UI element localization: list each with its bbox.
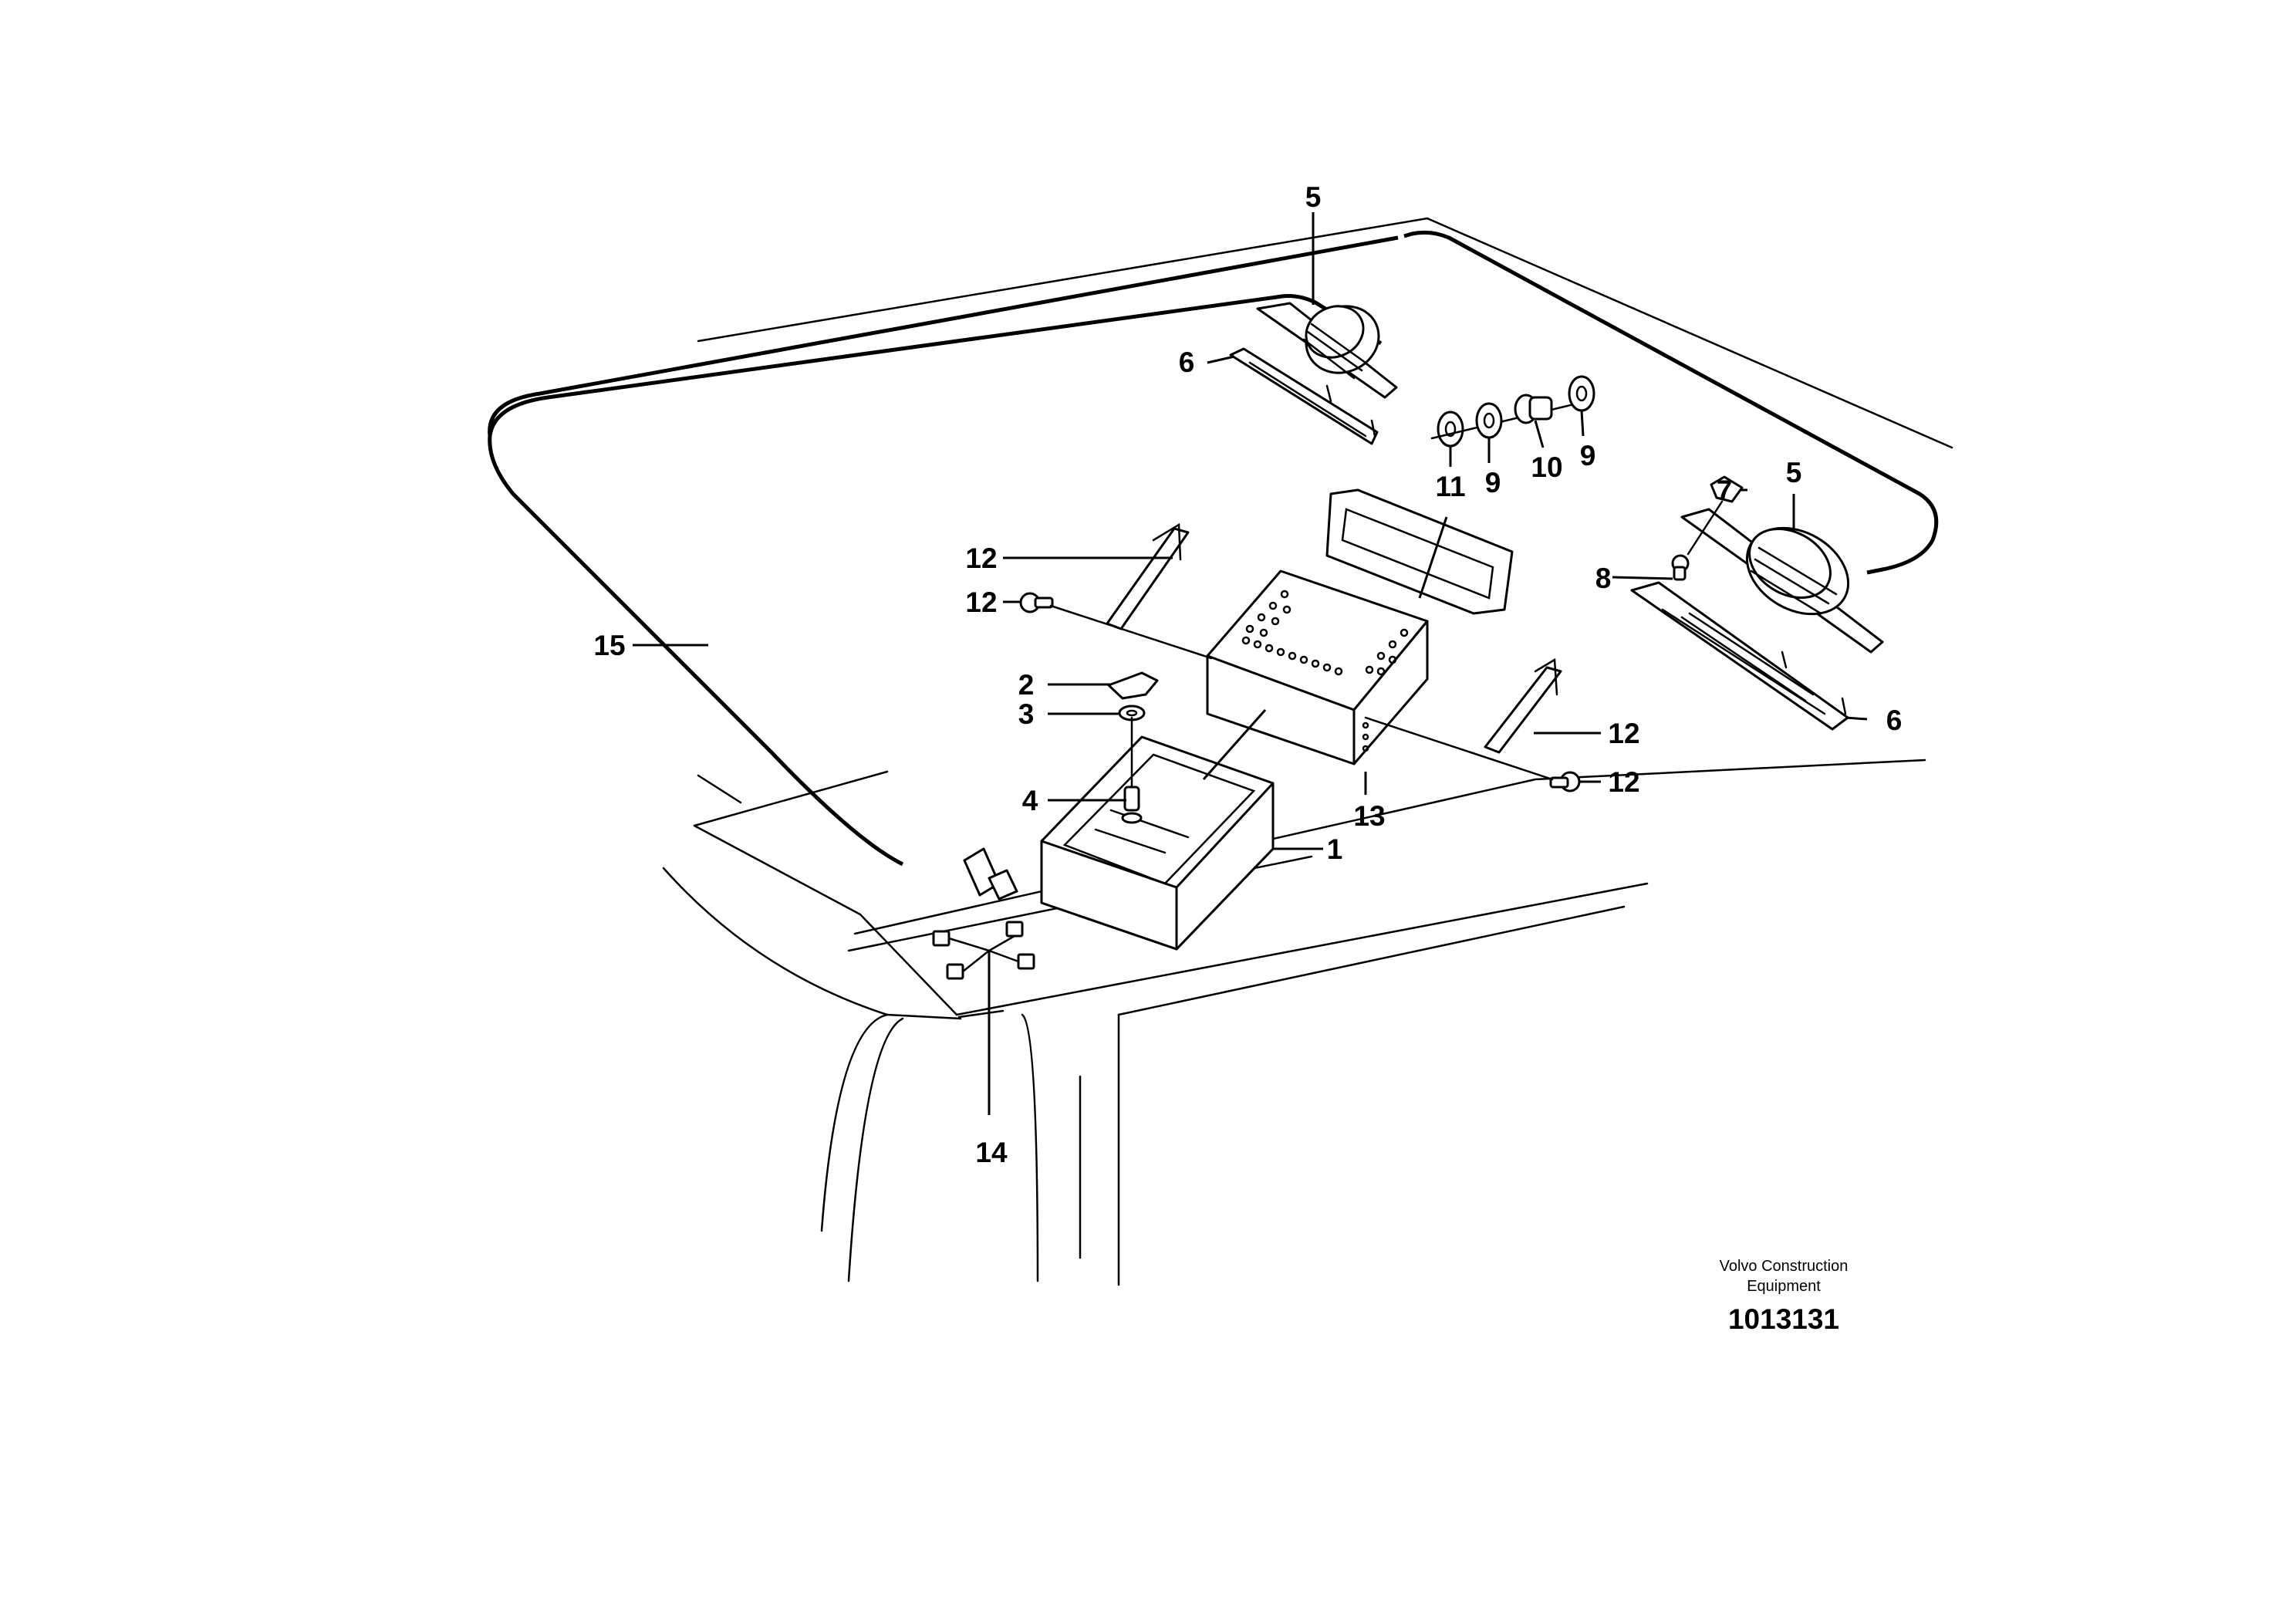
callout-4: 4 (1022, 785, 1038, 816)
callout-1: 1 (1327, 833, 1343, 865)
callout-9-right: 9 (1580, 440, 1596, 471)
callout-6-right: 6 (1886, 705, 1903, 736)
radio-unit (1206, 569, 1429, 765)
cab-structure (488, 217, 1953, 1286)
callout-13: 13 (1353, 800, 1385, 832)
radio-trim-frame (1325, 488, 1514, 615)
leader-lines (633, 212, 1868, 1115)
grille-upper (1229, 347, 1379, 445)
callout-12-bracket-right: 12 (1608, 718, 1639, 749)
headliner-panel (488, 230, 1939, 867)
callout-2: 2 (1018, 669, 1035, 701)
brand-line-2: Equipment (1747, 1278, 1821, 1295)
screw-4 (1121, 716, 1143, 824)
washer-11 (1437, 411, 1464, 448)
callout-15: 15 (593, 630, 625, 661)
callout-5-right: 5 (1786, 457, 1802, 488)
washer-9-right (1568, 375, 1595, 412)
screw-8 (1671, 554, 1690, 581)
callout-5-upper: 5 (1305, 181, 1322, 213)
radio-housing (1040, 735, 1275, 951)
callout-12-screw-right: 12 (1608, 766, 1639, 798)
washer-9-left (1475, 402, 1503, 439)
callout-9-left: 9 (1485, 467, 1501, 498)
callout-11: 11 (1435, 471, 1465, 502)
brand-line-1: Volvo Construction (1720, 1258, 1849, 1275)
drawing-number: 1013131 (1728, 1303, 1839, 1335)
bushing-10 (1514, 394, 1553, 424)
clip-7 (1710, 475, 1744, 503)
screw-12-right (1549, 771, 1581, 792)
screw-12-left (1019, 592, 1054, 613)
speaker-right (1680, 508, 1884, 654)
callout-6-upper: 6 (1179, 346, 1195, 378)
callout-12-screw-left: 12 (965, 586, 997, 618)
callout-7: 7 (1717, 475, 1733, 506)
washer-3 (1118, 705, 1146, 721)
footer: Volvo Construction Equipment 1013131 (1720, 1258, 1849, 1335)
bracket-12-right (1484, 657, 1562, 754)
clip-2 (1107, 671, 1159, 700)
bracket-12-left (1106, 522, 1190, 630)
callout-12-bracket-left: 12 (965, 542, 997, 574)
callout-10: 10 (1531, 451, 1562, 483)
speaker-upper (1256, 302, 1398, 399)
callout-14: 14 (975, 1137, 1008, 1168)
callout-3: 3 (1018, 698, 1035, 730)
callout-numbers: 5 6 11 9 10 9 7 5 8 6 12 12 12 12 15 2 3… (593, 181, 1902, 1168)
callout-8: 8 (1595, 563, 1612, 594)
connector-harness-14 (932, 847, 1035, 980)
